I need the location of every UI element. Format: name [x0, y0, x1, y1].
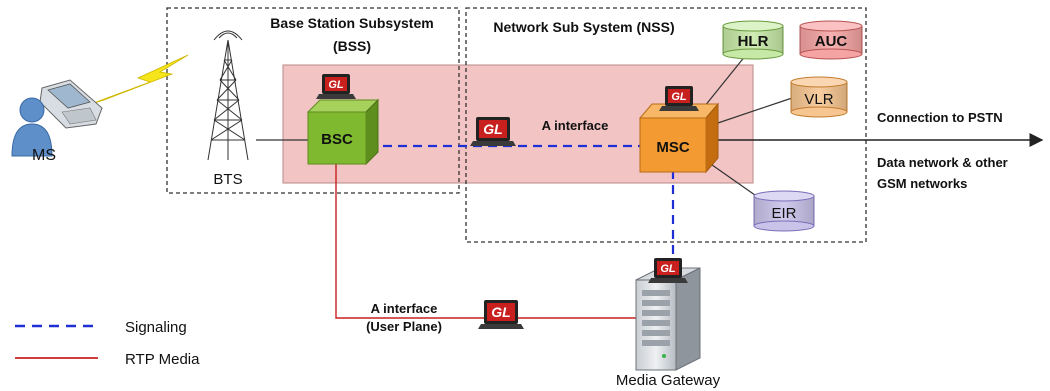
probe-label: GL [483, 121, 502, 137]
gsm-networks-label: GSM networks [877, 176, 967, 191]
probe-label: GL [491, 304, 510, 320]
probe-label: GL [328, 79, 344, 91]
bts-label: BTS [213, 171, 242, 188]
msc-hlr-link [699, 49, 751, 113]
a-interface-user-plane-label: A interface [371, 301, 438, 316]
hlr-label: HLR [738, 33, 769, 50]
vlr-database-icon [790, 76, 848, 118]
probe-laptop-msc: GL [659, 86, 699, 111]
pstn-connection-label: Connection to PSTN [877, 110, 1003, 125]
a-interface-user-plane-sublabel: (User Plane) [366, 319, 442, 334]
nss-boundary [465, 7, 867, 243]
auc-database-icon [799, 20, 863, 60]
bss-title: Base Station Subsystem [270, 15, 433, 31]
user-icon [11, 97, 53, 157]
eir-database-icon [753, 190, 815, 232]
msc-eir-link [704, 159, 763, 201]
msc-node [638, 102, 720, 174]
bss-boundary [166, 7, 460, 194]
bts-tower-icon [207, 30, 249, 161]
bsc-node [306, 98, 380, 166]
bss-subtitle: (BSS) [333, 38, 371, 54]
media-gateway-server-icon [635, 267, 701, 371]
legend-rtp-label: RTP Media [125, 351, 200, 368]
ms-label: MS [32, 147, 56, 164]
legend-signaling-label: Signaling [125, 319, 187, 336]
media-gateway-label: Media Gateway [616, 372, 721, 389]
wireless-link-bolt [87, 54, 189, 106]
nss-title: Network Sub System (NSS) [493, 19, 674, 35]
probe-laptop-user-plane: GL [478, 300, 524, 329]
hlr-database-icon [722, 20, 784, 60]
eir-label: EIR [771, 205, 796, 222]
data-network-label: Data network & other [877, 155, 1008, 170]
bsc-label: BSC [321, 131, 353, 148]
probe-laptop-media-gateway: GL [648, 258, 688, 283]
probe-laptop-bsc: GL [316, 74, 356, 99]
msc-label: MSC [656, 139, 690, 156]
a-interface-label: A interface [542, 118, 609, 133]
auc-label: AUC [815, 33, 848, 50]
mobile-phone-icon [39, 79, 103, 129]
bsc-mgw-rtp-line [335, 164, 636, 319]
probe-laptop-a-interface: GL [470, 117, 516, 146]
probe-label: GL [671, 91, 687, 103]
msc-vlr-link [711, 97, 793, 126]
probe-label: GL [660, 263, 676, 275]
vlr-label: VLR [804, 91, 833, 108]
